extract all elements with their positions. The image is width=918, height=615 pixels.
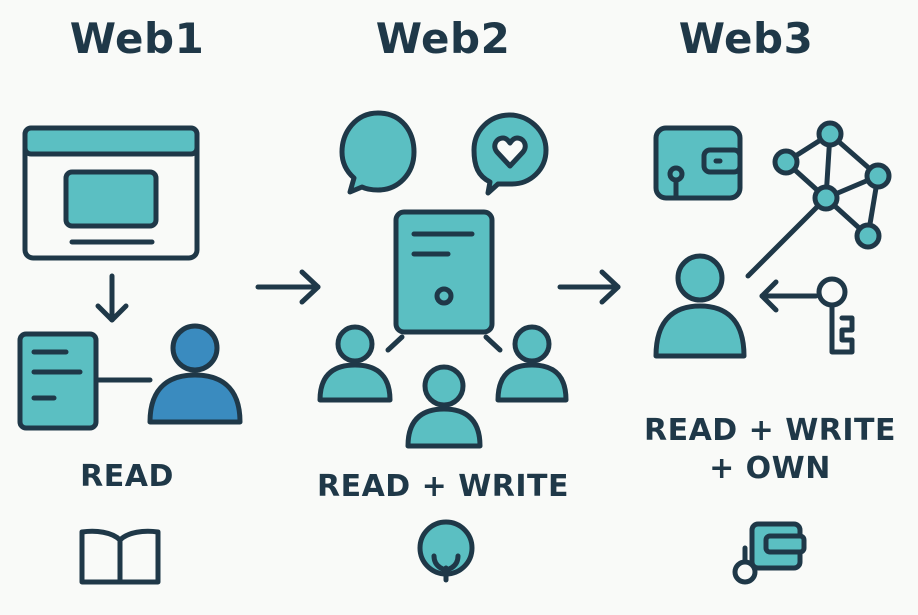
network-nodes-icon	[745, 120, 892, 279]
web3-caption: READ + WRITE + OWN	[610, 412, 918, 488]
web2-caption: READ + WRITE	[316, 469, 570, 504]
server-icon	[393, 209, 495, 335]
web3-title: Web3	[678, 14, 814, 63]
right-arrow-icon	[255, 269, 321, 305]
web1-caption: READ	[80, 459, 174, 494]
down-arrow-icon	[95, 273, 129, 323]
user-icon-right	[495, 324, 569, 403]
user-icon-center	[405, 364, 483, 449]
open-book-icon	[79, 528, 161, 585]
web2-title: Web2	[375, 14, 511, 63]
web3-caption-line1: READ + WRITE	[643, 413, 897, 448]
user-icon-web3	[653, 253, 747, 359]
browser-window-icon	[22, 125, 200, 261]
user-icon	[147, 323, 243, 425]
sprout-icon	[417, 519, 475, 583]
key-icon	[816, 276, 855, 355]
chat-bubble-icon	[339, 110, 417, 195]
left-arrow-icon	[759, 279, 819, 313]
wallet-icon	[653, 125, 743, 201]
user-icon-left	[317, 324, 393, 403]
right-arrow-icon-2	[557, 269, 621, 305]
document-icon	[17, 331, 153, 431]
heart-chat-bubble-icon	[471, 112, 549, 196]
key-token-icon	[732, 521, 807, 585]
web3-caption-line2: + OWN	[709, 451, 831, 486]
web1-title: Web1	[69, 14, 205, 63]
